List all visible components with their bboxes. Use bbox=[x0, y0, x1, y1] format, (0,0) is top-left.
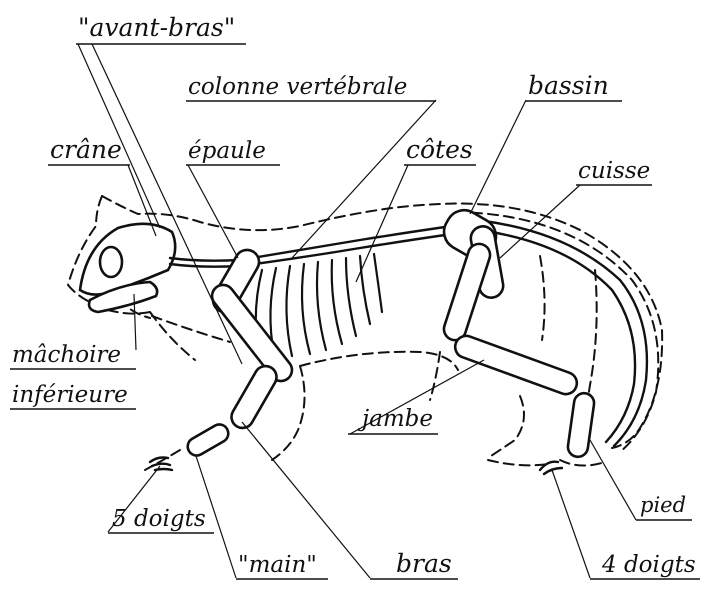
hind-limb bbox=[437, 204, 595, 474]
label-epaule: épaule bbox=[188, 138, 266, 164]
hind-toes bbox=[540, 462, 562, 474]
label-bassin: bassin bbox=[528, 71, 609, 100]
leader-cotes bbox=[356, 165, 408, 282]
shin-bone bbox=[452, 333, 580, 397]
front-toes bbox=[150, 458, 172, 471]
leader-lines bbox=[78, 44, 636, 578]
label-avant-bras: "avant-bras" bbox=[78, 13, 235, 42]
ribs bbox=[256, 254, 382, 356]
leader-epaule bbox=[188, 165, 238, 258]
label-bras: bras bbox=[396, 549, 452, 578]
skull bbox=[80, 224, 175, 295]
label-main: "main" bbox=[238, 552, 317, 578]
label-cotes: côtes bbox=[406, 135, 473, 164]
label-jambe: jambe bbox=[357, 406, 433, 432]
hind-foot-bone bbox=[567, 392, 596, 458]
label-machoire: mâchoire bbox=[12, 342, 121, 368]
front-paw-bone bbox=[184, 421, 231, 459]
leader-bassin bbox=[470, 100, 526, 214]
leader-4-doigts bbox=[552, 470, 590, 578]
eye-socket bbox=[100, 247, 122, 277]
label-crane: crâne bbox=[50, 135, 122, 164]
leader-pied bbox=[590, 440, 636, 520]
leader-cuisse bbox=[500, 185, 580, 258]
upper-arm-bone bbox=[208, 281, 297, 386]
spine bbox=[170, 226, 452, 267]
label-colonne-vertebrale: colonne vertébrale bbox=[188, 74, 407, 100]
forearm-bone bbox=[227, 362, 280, 432]
label-pied: pied bbox=[640, 493, 686, 517]
label-5-doigts: 5 doigts bbox=[112, 506, 206, 532]
label-inferieure: inférieure bbox=[12, 382, 128, 408]
label-4-doigts: 4 doigts bbox=[601, 552, 696, 578]
leader-colonne bbox=[292, 100, 436, 258]
label-cuisse: cuisse bbox=[578, 158, 650, 184]
